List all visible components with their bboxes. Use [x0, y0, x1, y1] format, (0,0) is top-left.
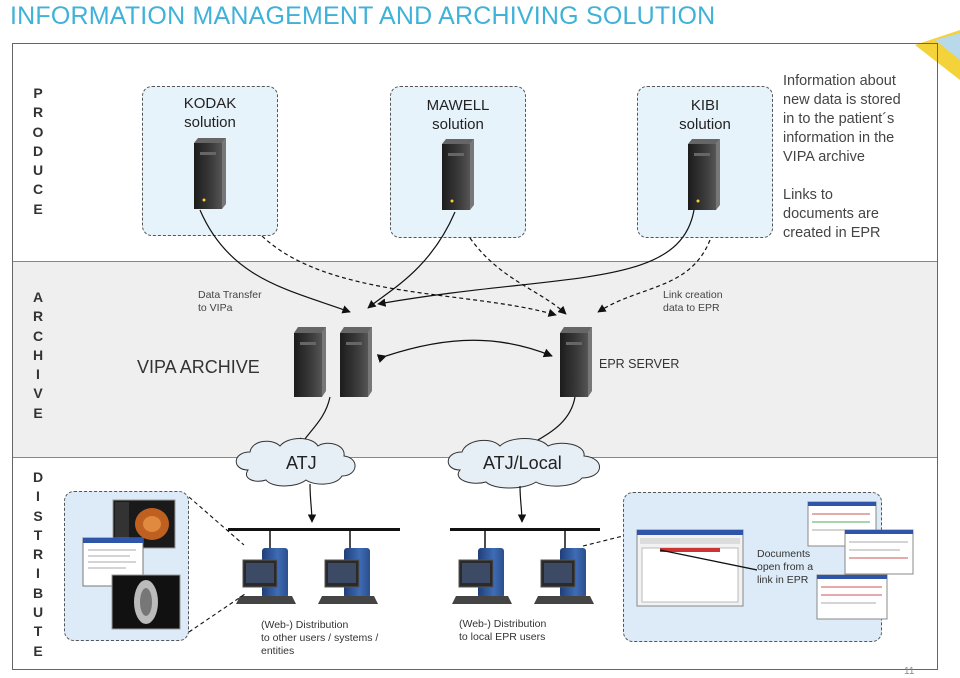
- vipa-archive-label: VIPA ARCHIVE: [137, 357, 260, 377]
- epr-server-icon: [560, 327, 592, 397]
- kibi-server-icon: [688, 139, 720, 210]
- vipa-server-icon-2: [340, 327, 372, 397]
- atj-local-cloud-icon: [447, 438, 600, 489]
- kodak-server-icon: [194, 138, 226, 209]
- epr-screenshot-main: [636, 529, 744, 607]
- workstation-icon-2: [318, 548, 378, 604]
- atj-local-label: ATJ/Local: [483, 453, 562, 473]
- diagram-frame: [12, 43, 938, 670]
- atj-cloud-icon: [235, 438, 356, 487]
- workstation-icon-4: [534, 548, 594, 604]
- atj-label: ATJ: [286, 453, 317, 473]
- mawell-server-icon: [442, 139, 474, 210]
- workstation-icon-3: [452, 548, 512, 604]
- page-title: INFORMATION MANAGEMENT AND ARCHIVING SOL…: [10, 2, 716, 30]
- workstation-icon-1: [236, 548, 296, 604]
- epr-server-label: EPR SERVER: [599, 357, 680, 371]
- epr-screenshot-4: [816, 574, 888, 620]
- medical-image-screenshot-2: [111, 574, 181, 630]
- epr-screenshot-3: [844, 529, 914, 575]
- vipa-server-icon-1: [294, 327, 326, 397]
- page-number: 11: [904, 666, 915, 677]
